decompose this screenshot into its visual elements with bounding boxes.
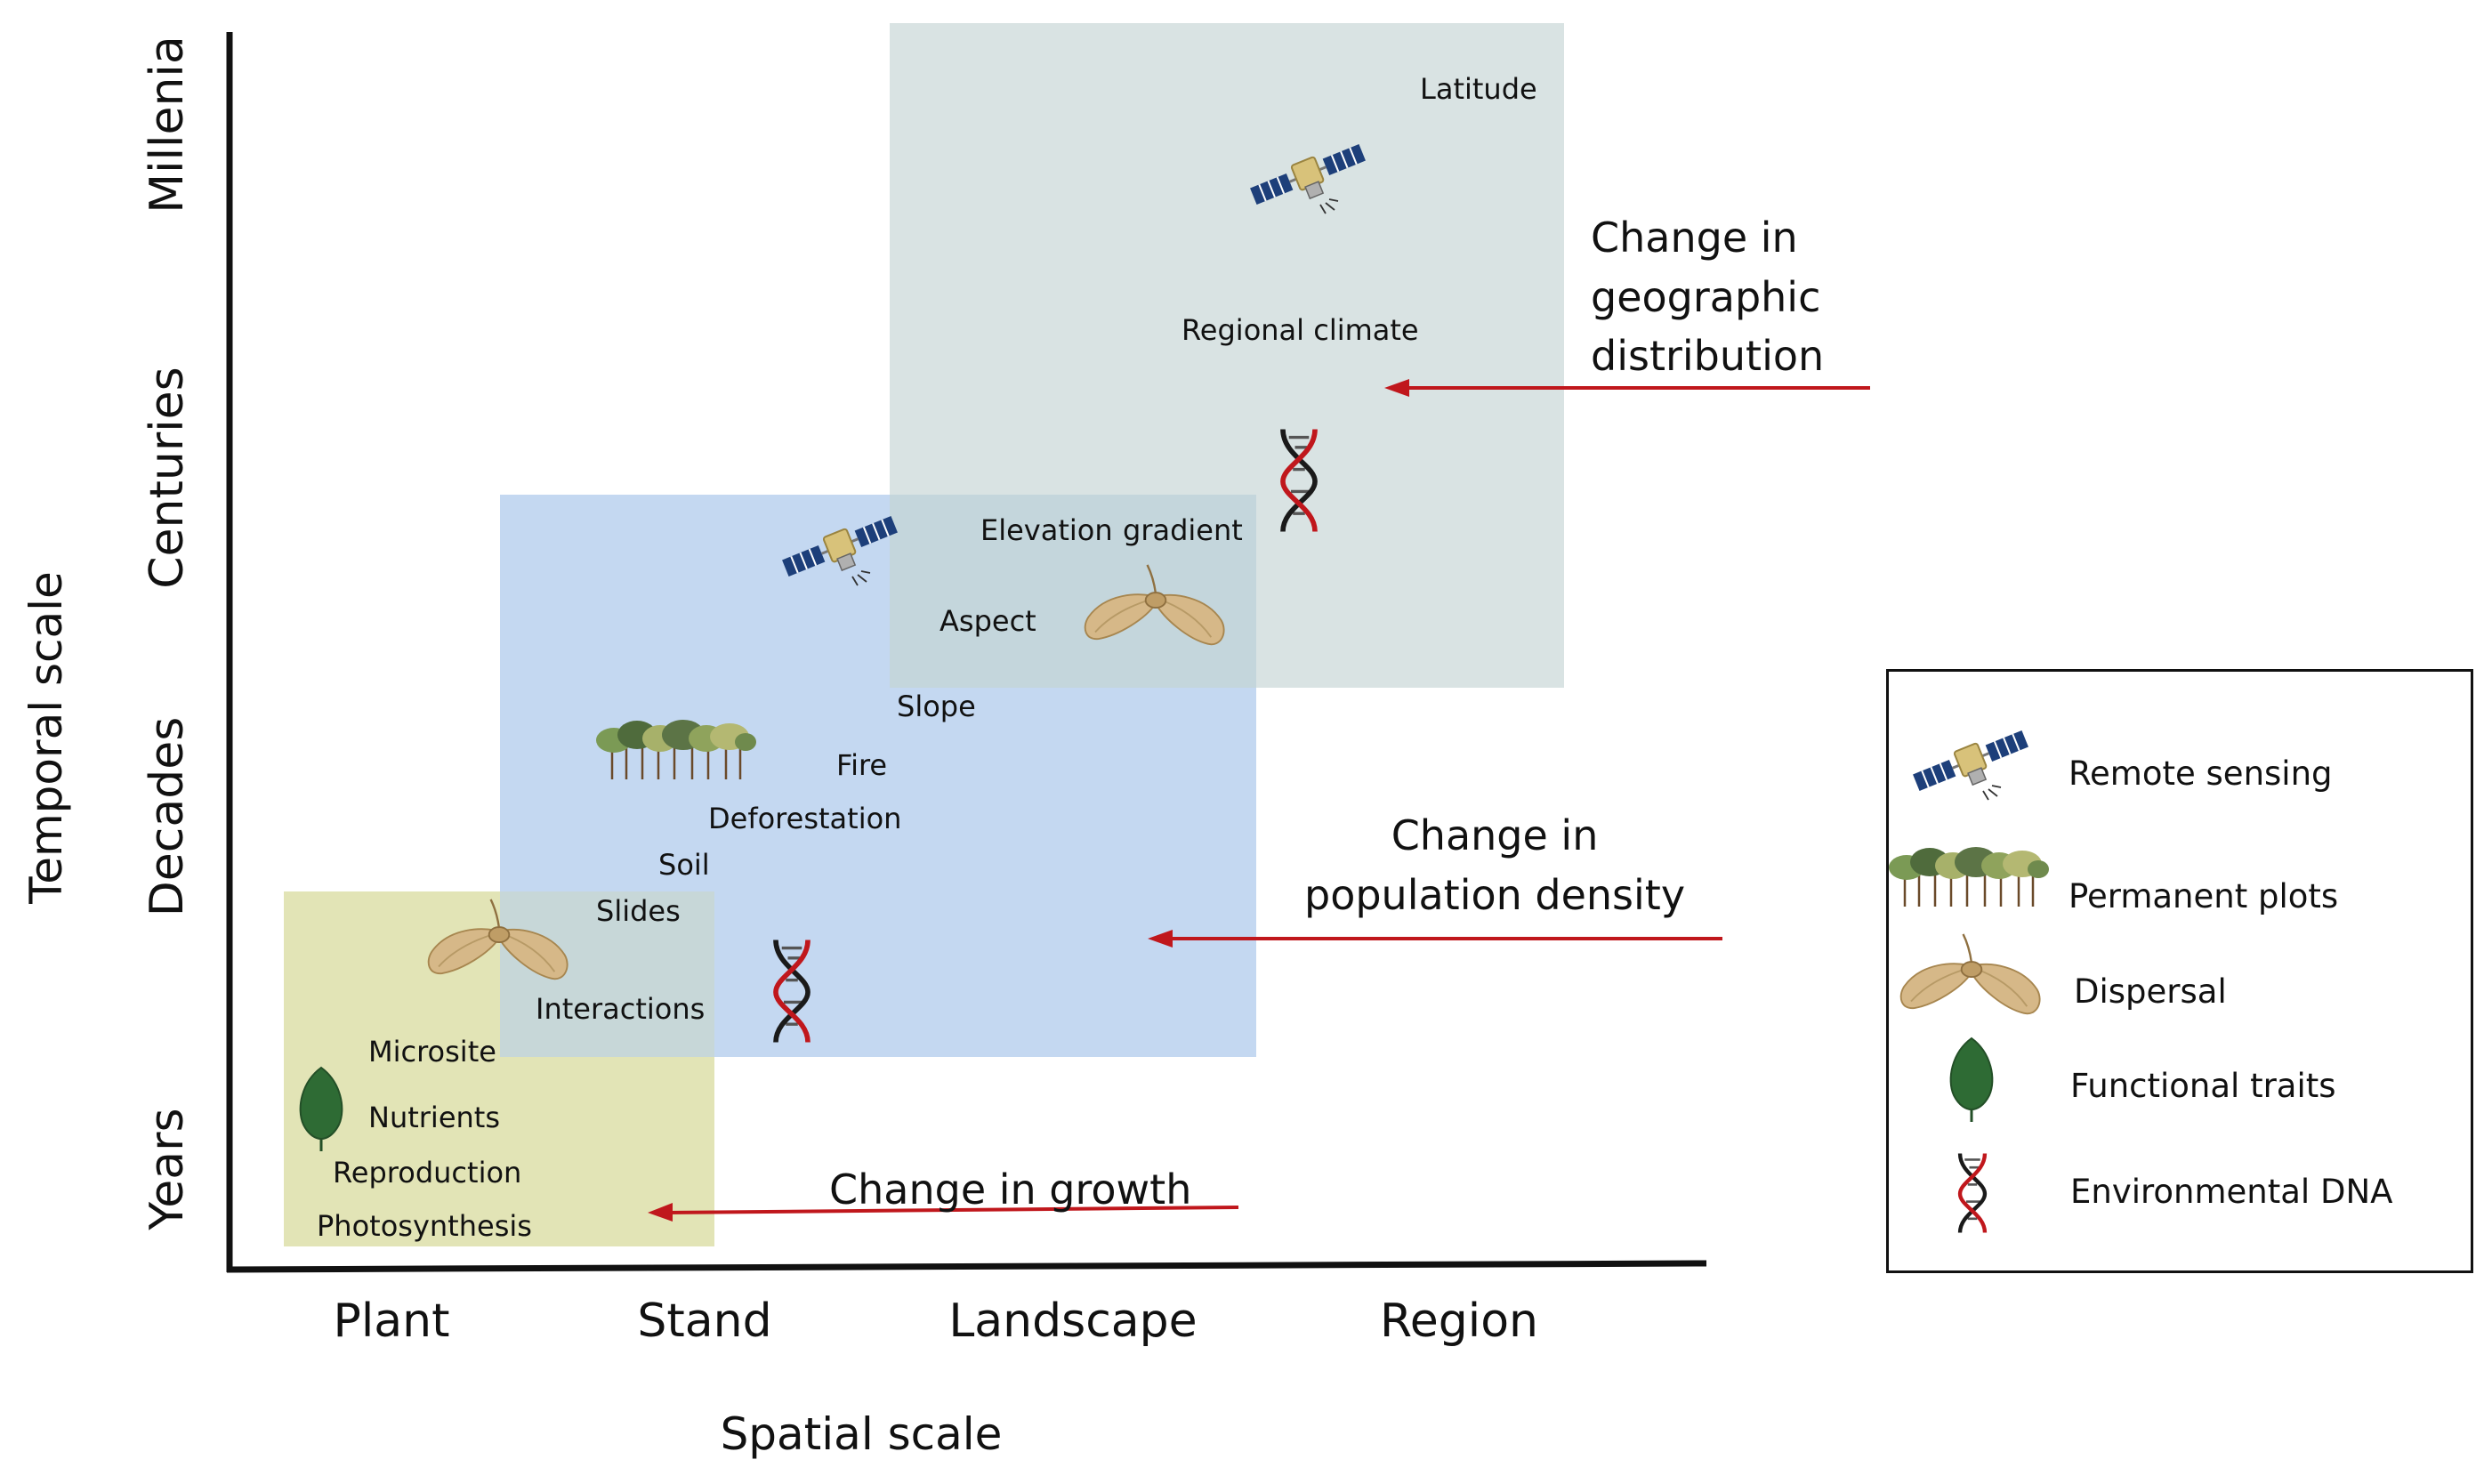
stand-landscape-overlap: [890, 495, 1256, 688]
y-axis-title: Temporal scale: [20, 571, 72, 904]
arrow-population: [1148, 930, 1722, 948]
plant-stand-overlap: [500, 891, 714, 1057]
factor-slides: Slides: [596, 894, 681, 928]
factor-nutrients: Nutrients: [368, 1101, 500, 1134]
samara-seed-icon: [423, 895, 575, 993]
change-population-label: Change in population density: [1304, 811, 1686, 919]
legend-label-functional-traits: Functional traits: [2070, 1067, 2336, 1105]
factor-gradient: gradient: [1123, 513, 1243, 547]
factor-reproduction: Reproduction: [333, 1156, 522, 1190]
x-axis-title: Spatial scale: [720, 1408, 1003, 1460]
trees-icon: [596, 719, 756, 781]
y-tick-decades: Decades: [141, 716, 194, 917]
y-tick-millenia: Millenia: [141, 36, 194, 214]
y-tick-years: Years: [141, 1108, 194, 1230]
dna-icon: [1946, 1150, 1999, 1236]
factor-deforestation: Deforestation: [708, 802, 902, 835]
arrow-geographic: [1384, 379, 1870, 397]
legend: Remote sensing Permanent plots Dispersal…: [1886, 669, 2473, 1273]
factor-slope: Slope: [897, 690, 976, 723]
factor-latitude: Latitude: [1420, 72, 1537, 106]
factor-photosynthesis: Photosynthesis: [317, 1209, 532, 1243]
change-geographic-label: Change in geographic distribution: [1591, 214, 1825, 381]
dna-icon: [1267, 425, 1331, 536]
legend-label-environmental-dna: Environmental DNA: [2070, 1173, 2393, 1211]
x-tick-landscape: Landscape: [948, 1294, 1198, 1348]
factor-soil: Soil: [658, 848, 710, 882]
x-tick-region: Region: [1379, 1294, 1539, 1348]
y-tick-centuries: Centuries: [141, 367, 194, 589]
factor-fire: Fire: [836, 748, 888, 782]
arrow-growth: [648, 1203, 1239, 1222]
legend-label-remote-sensing: Remote sensing: [2069, 754, 2333, 793]
leaf-icon: [1944, 1035, 1999, 1124]
samara-seed-icon: [1080, 561, 1231, 658]
leaf-icon: [294, 1064, 349, 1153]
satellite-icon: [1908, 716, 2033, 805]
factor-aspect: Aspect: [940, 604, 1036, 638]
satellite-icon: [778, 502, 902, 591]
legend-label-permanent-plots: Permanent plots: [2069, 877, 2339, 915]
trees-icon: [1889, 846, 2049, 908]
x-axis-line: [226, 1260, 1707, 1273]
factor-microsite: Microsite: [368, 1035, 496, 1069]
dna-icon: [760, 936, 824, 1046]
factor-interactions: Interactions: [536, 992, 706, 1026]
factor-elevation: Elevation: [980, 513, 1113, 547]
satellite-icon: [1246, 130, 1370, 219]
samara-seed-icon: [1896, 930, 2047, 1028]
x-tick-plant: Plant: [333, 1294, 450, 1348]
x-tick-stand: Stand: [637, 1294, 772, 1348]
legend-label-dispersal: Dispersal: [2074, 972, 2227, 1011]
factor-regional-climate: Regional climate: [1181, 313, 1419, 347]
change-growth-label: Change in growth: [829, 1165, 1192, 1214]
